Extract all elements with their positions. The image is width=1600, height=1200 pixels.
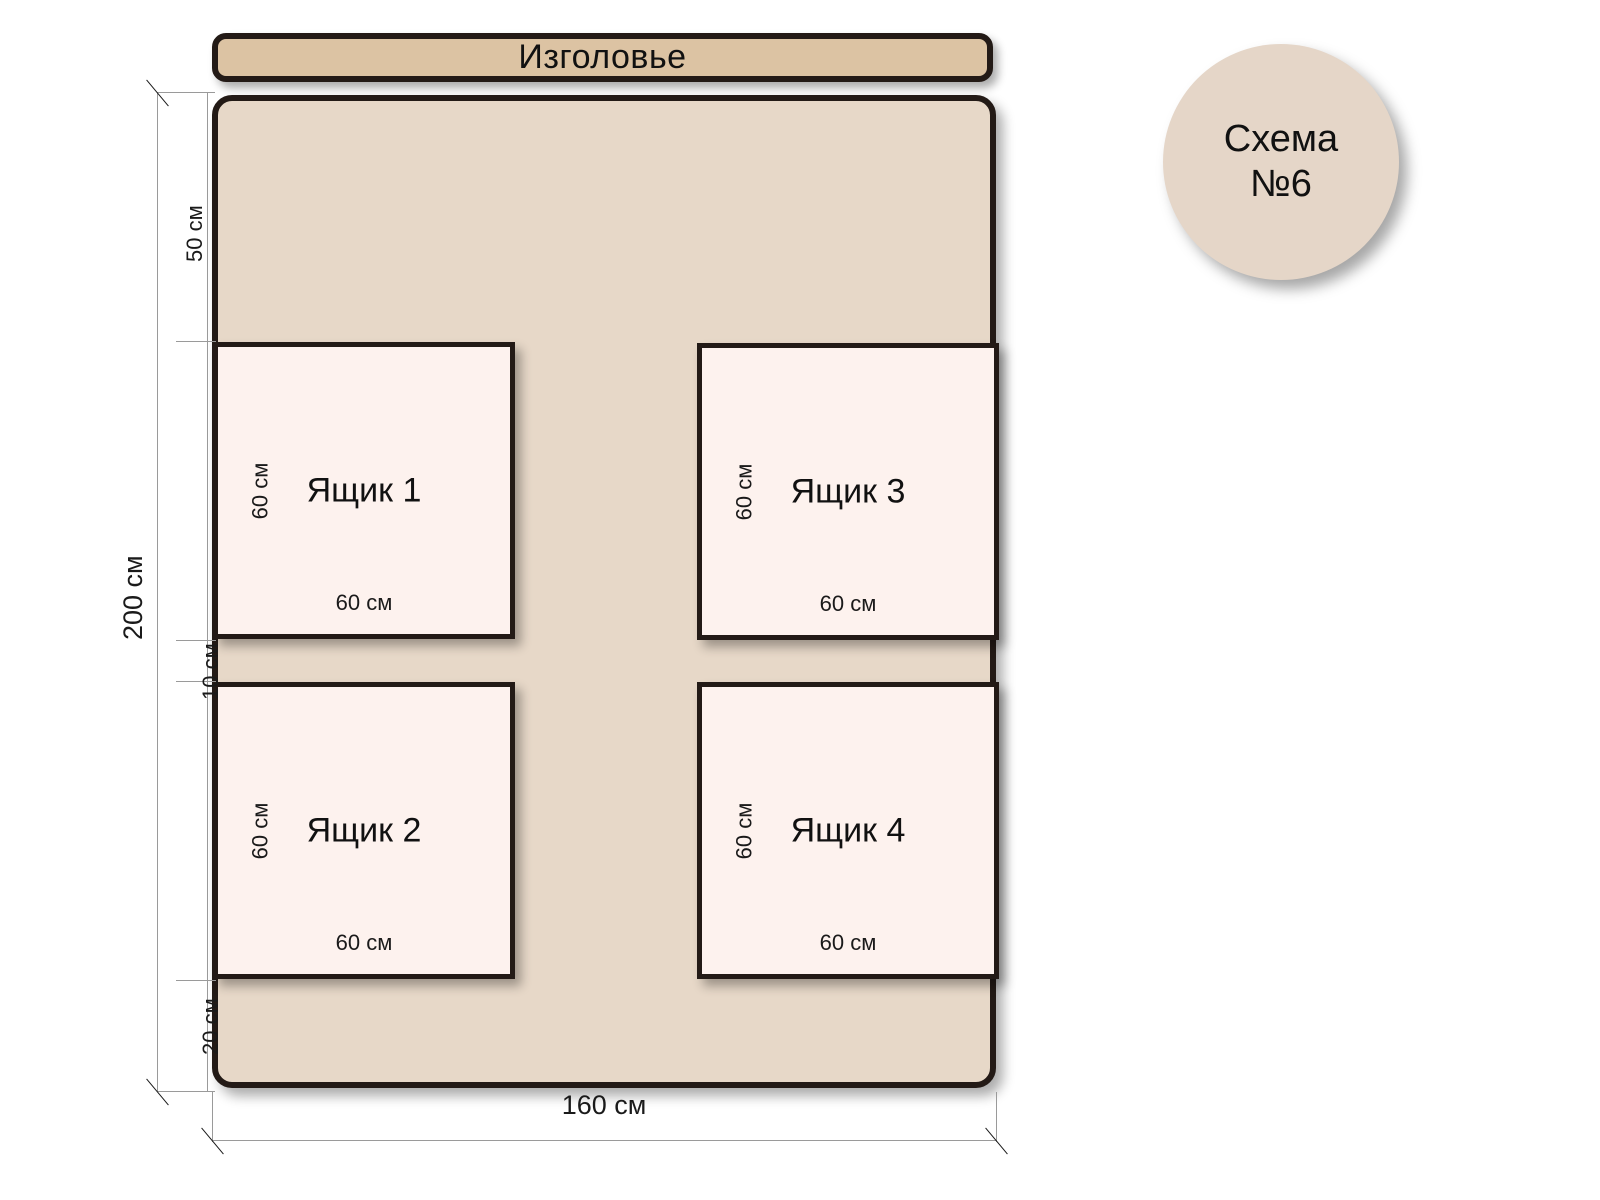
headboard-label: Изголовье xyxy=(518,38,687,76)
dimension-extension-top-outer xyxy=(157,92,215,93)
drawer-2-width-label: 60 см xyxy=(335,930,393,955)
drawer-3-title: Ящик 3 xyxy=(790,472,906,510)
dimension-label-total-width: 160 см xyxy=(561,1090,647,1120)
dimension-extension-20 xyxy=(176,980,216,981)
drawer-4-title: Ящик 4 xyxy=(790,811,906,849)
drawer-4: 60 см Ящик 4 60 см xyxy=(697,682,999,979)
dimension-extension-10-top xyxy=(176,640,216,641)
dimension-extension-10-bottom xyxy=(176,681,216,682)
dimension-extension-50 xyxy=(176,341,216,342)
dimension-label-middle-gap: 10 см xyxy=(198,643,223,700)
drawer-1-title: Ящик 1 xyxy=(306,471,422,509)
dimension-line-total-height xyxy=(157,92,158,1092)
drawer-1: 60 см Ящик 1 60 см xyxy=(213,342,515,639)
dimension-line-total-width xyxy=(212,1140,996,1141)
headboard-block: Изголовье xyxy=(212,33,993,82)
scheme-badge: Схема №6 xyxy=(1163,44,1399,280)
dimension-label-top-margin: 50 см xyxy=(182,205,207,262)
scheme-badge-line-2: №6 xyxy=(1250,163,1312,205)
scheme-badge-line-1: Схема xyxy=(1223,118,1339,161)
drawer-3: 60 см Ящик 3 60 см xyxy=(697,343,999,640)
drawer-4-width-label: 60 см xyxy=(819,930,877,955)
drawer-1-width-label: 60 см xyxy=(335,590,393,615)
dimension-extension-bottom-outer xyxy=(157,1091,215,1092)
drawer-2-title: Ящик 2 xyxy=(306,811,422,849)
drawer-2: 60 см Ящик 2 60 см xyxy=(213,682,515,979)
dimension-line-inner-segments xyxy=(207,92,208,1092)
dimension-extension-left-width xyxy=(212,1092,213,1142)
dimension-label-bottom-margin: 20 см xyxy=(198,998,223,1055)
dimension-label-total-height: 200 см xyxy=(118,555,148,640)
drawer-3-width-label: 60 см xyxy=(819,591,877,616)
dimension-extension-right-width xyxy=(996,1092,997,1142)
